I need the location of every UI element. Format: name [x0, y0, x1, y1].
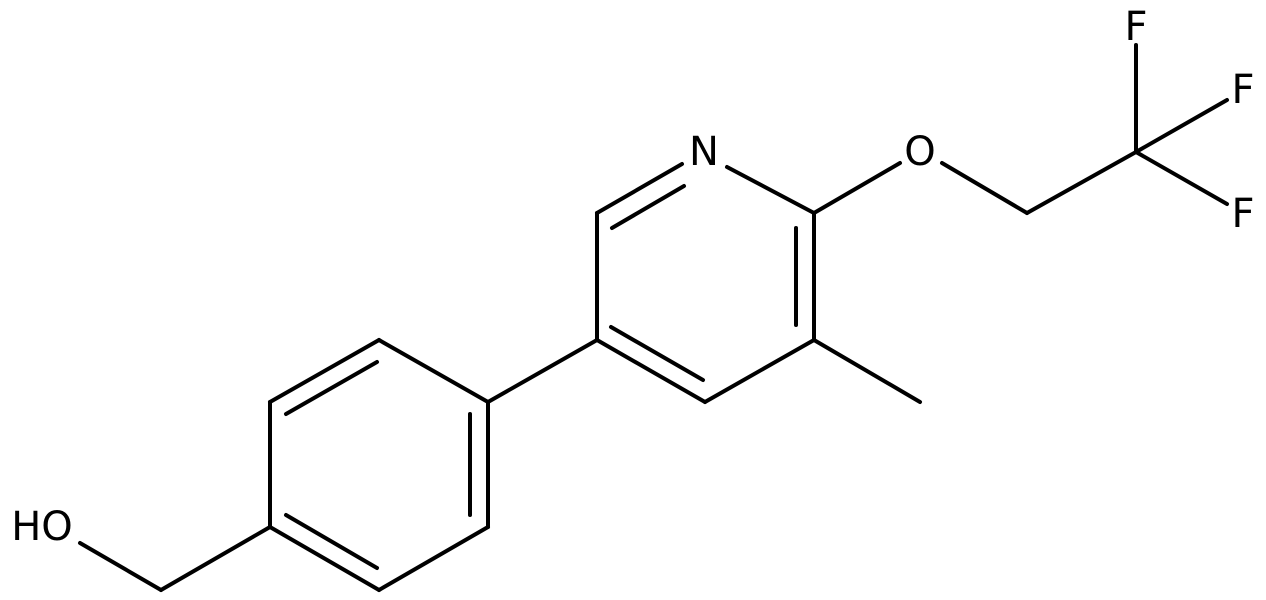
hydroxyl-label: HO	[11, 504, 73, 550]
ether-oxygen-label: O	[904, 129, 935, 175]
bond-b5-b6	[377, 525, 490, 592]
bond-b1-b2	[377, 338, 490, 404]
bond-n1-c6	[725, 165, 816, 215]
fluorine-right-lower-label: F	[1231, 191, 1254, 237]
bond-o-ch2	[940, 161, 1029, 215]
bond-ring-ch2oh	[159, 525, 272, 592]
bond-c2-n1	[595, 162, 684, 215]
bond-ch2-oh	[78, 541, 163, 592]
bond-b2-b3-inner	[284, 360, 379, 416]
bond-c-f-lower	[1134, 150, 1229, 206]
bond-ch2-cf3	[1025, 150, 1138, 215]
bond-b4-b5-inner	[284, 513, 379, 570]
bond-c4-c3-inner	[609, 325, 705, 382]
bond-c5-c4	[703, 338, 816, 404]
bond-biaryl	[486, 338, 599, 404]
pyridine-ring	[595, 162, 816, 404]
bond-c-f-upper	[1134, 98, 1229, 154]
bond-b4-b5	[268, 525, 381, 592]
nitrogen-label: N	[689, 129, 719, 175]
bond-c6-o	[812, 161, 902, 215]
fluorine-right-upper-label: F	[1231, 67, 1254, 113]
bond-c2-n1-inner	[610, 184, 686, 230]
bond-c4-c3	[595, 338, 707, 404]
fluorine-top-label: F	[1124, 4, 1147, 50]
benzene-ring	[268, 338, 490, 592]
bond-b2-b3	[268, 338, 381, 404]
bond-methyl	[812, 338, 922, 404]
